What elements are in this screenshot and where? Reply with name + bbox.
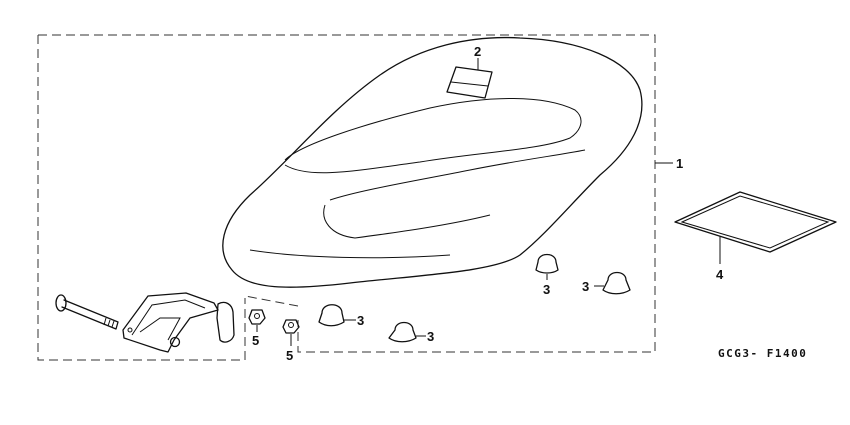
callout-5b: 5 — [286, 348, 293, 363]
callout-3d: 3 — [427, 329, 434, 344]
hinge-bracket-part — [122, 292, 235, 353]
bolt-part — [55, 294, 119, 330]
assembly-boundary — [37, 34, 656, 361]
cushion-part — [594, 271, 631, 295]
callout-2: 2 — [474, 44, 481, 59]
seat-part — [222, 36, 643, 288]
nut-part — [248, 309, 266, 332]
callout-1: 1 — [676, 156, 683, 171]
callout-3a: 3 — [543, 282, 550, 297]
figure-code: GCG3- F1400 — [718, 347, 807, 360]
callout-4: 4 — [716, 267, 724, 282]
nut-part — [282, 319, 300, 346]
callout-3c: 3 — [357, 313, 364, 328]
cushion-part — [318, 304, 356, 327]
sheet-part — [674, 191, 837, 264]
callout-5a: 5 — [252, 333, 259, 348]
callout-3b: 3 — [582, 279, 589, 294]
cushion-part — [535, 253, 559, 280]
tag-part — [446, 58, 493, 99]
cushion-part — [388, 321, 426, 343]
